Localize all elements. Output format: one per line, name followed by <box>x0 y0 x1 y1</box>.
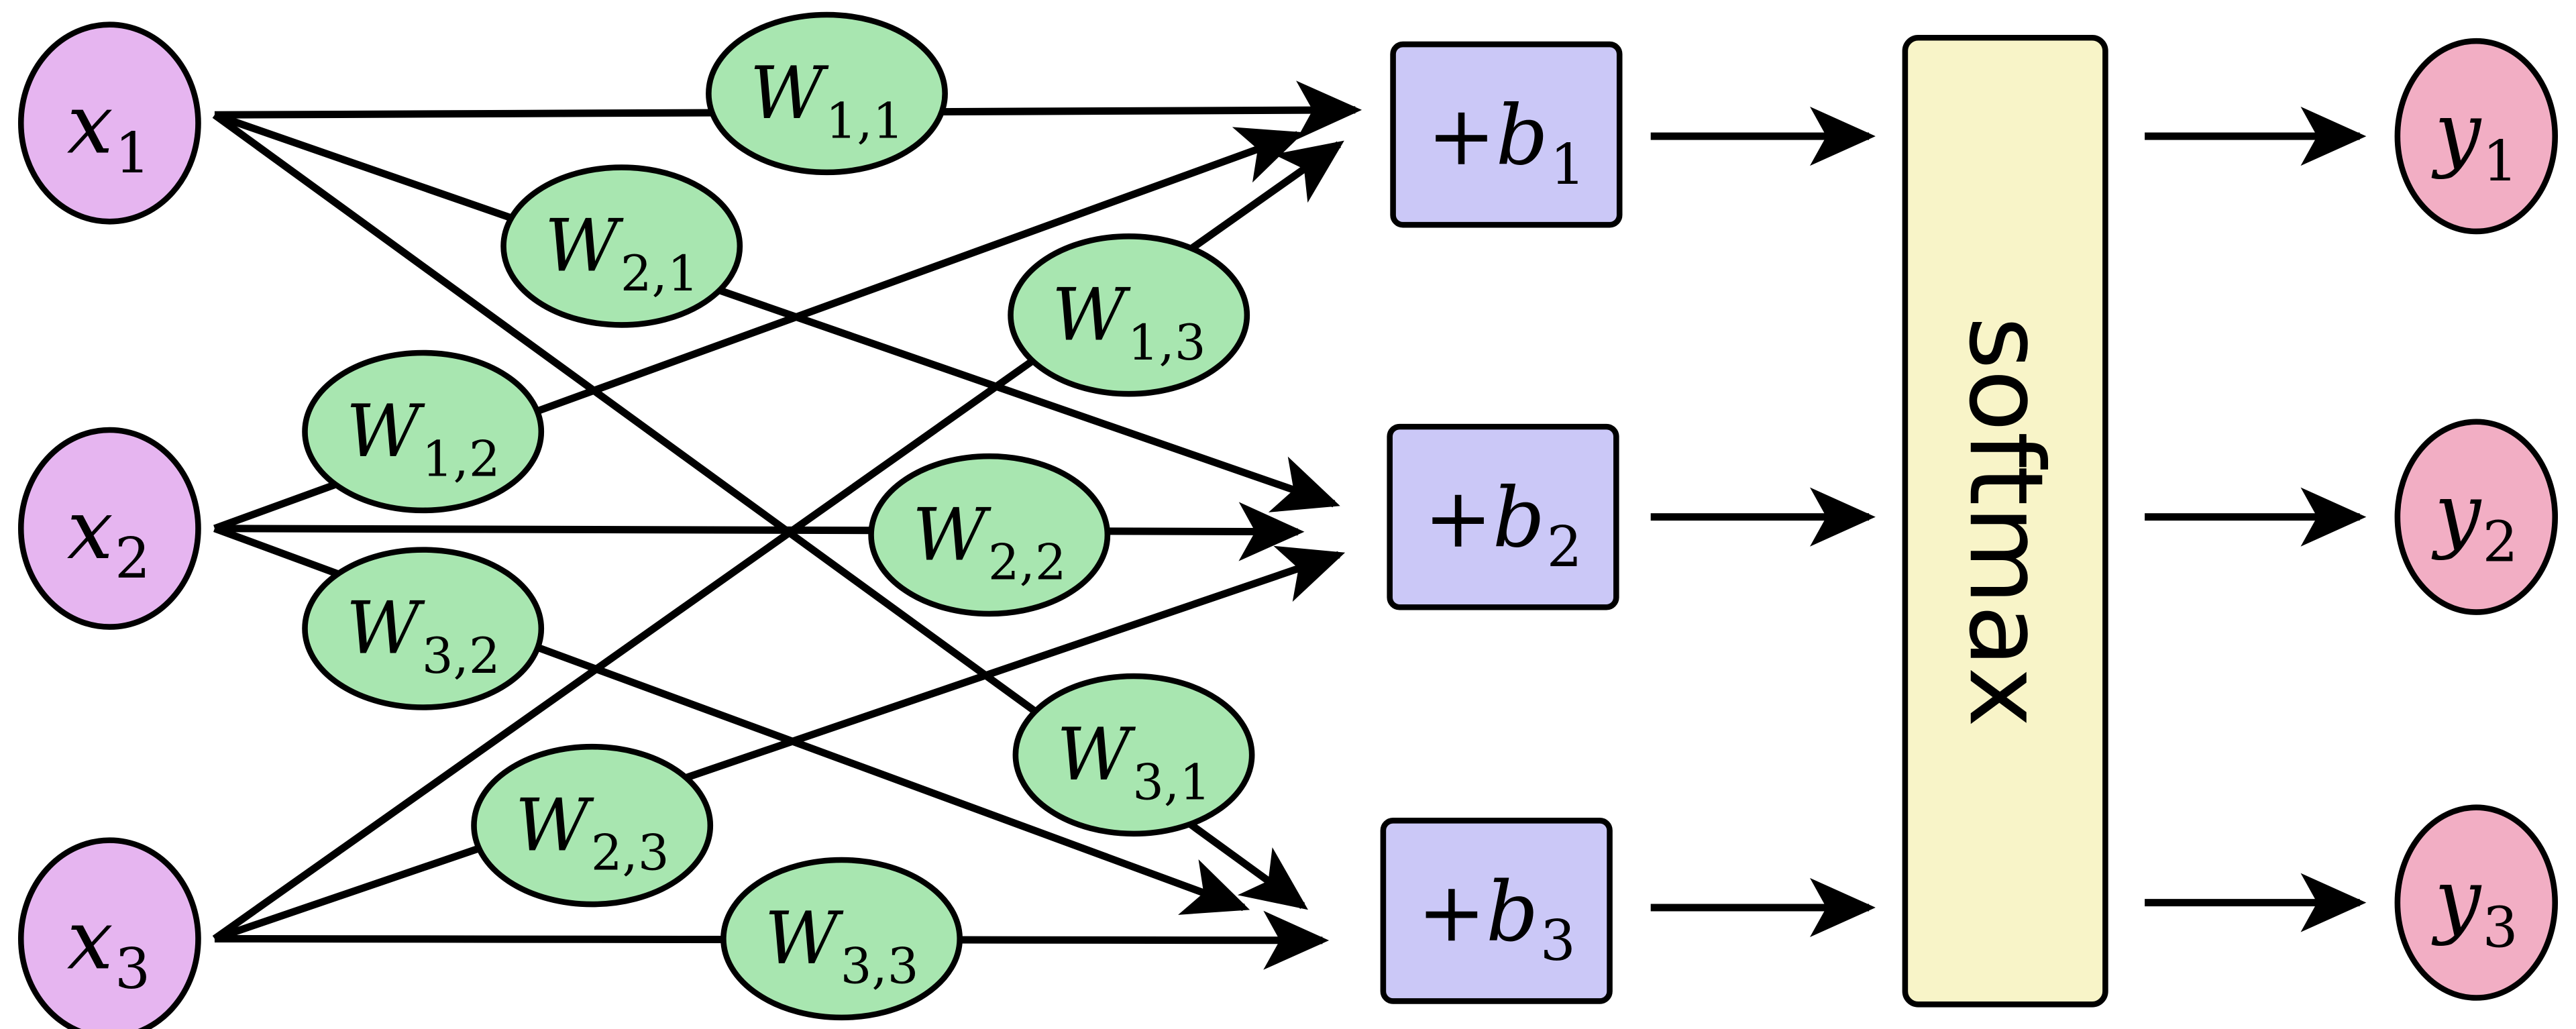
weight-node-w32: W3,2 <box>302 547 545 710</box>
weight-node-w23: W2,3 <box>471 743 714 908</box>
svg-text:W3,2: W3,2 <box>346 587 500 685</box>
bias-box-b2: +b2 <box>1387 423 1619 610</box>
edge-x1-b2 <box>213 111 1340 512</box>
output-node-y1: y1 <box>2394 38 2559 235</box>
svg-text:W2,1: W2,1 <box>545 205 699 303</box>
edge-x3-b2 <box>213 545 1346 942</box>
edge-x2-b2 <box>214 502 1305 561</box>
svg-text:y3: y3 <box>2431 851 2518 960</box>
svg-text:W3,3: W3,3 <box>765 897 919 995</box>
input-node-x1: x1 <box>17 21 201 225</box>
softmax-box: softmax <box>1902 34 2108 1008</box>
svg-text:y2: y2 <box>2431 465 2518 574</box>
svg-text:x3: x3 <box>67 891 150 1001</box>
weight-node-w21: W2,1 <box>500 164 743 328</box>
weight-node-w31: W3,1 <box>1012 673 1255 837</box>
svg-text:W3,1: W3,1 <box>1057 713 1211 811</box>
bias-box-b3: +b3 <box>1380 818 1613 1004</box>
softmax-label: softmax <box>1947 317 2065 727</box>
svg-text:W1,2: W1,2 <box>346 390 500 488</box>
svg-text:x1: x1 <box>67 76 150 186</box>
svg-text:+b3: +b3 <box>1417 864 1576 973</box>
svg-text:W2,2: W2,2 <box>912 493 1067 591</box>
svg-text:W1,1: W1,1 <box>750 52 904 150</box>
bias-box-b1: +b1 <box>1390 41 1623 228</box>
svg-text:y1: y1 <box>2431 85 2518 194</box>
input-node-x2: x2 <box>17 427 201 630</box>
weight-node-w33: W3,3 <box>720 857 963 1021</box>
weight-node-w12: W1,2 <box>302 349 545 514</box>
svg-text:x2: x2 <box>67 482 150 591</box>
svg-text:+b2: +b2 <box>1424 470 1582 580</box>
output-node-y3: y3 <box>2394 804 2559 1001</box>
weight-node-w22: W2,2 <box>868 453 1111 617</box>
output-node-y2: y2 <box>2394 419 2559 615</box>
input-node-x3: x3 <box>18 837 201 1029</box>
svg-text:W2,3: W2,3 <box>515 783 669 881</box>
weight-node-w13: W1,3 <box>1008 233 1250 397</box>
svg-text:+b1: +b1 <box>1427 88 1585 197</box>
svg-text:W1,3: W1,3 <box>1052 273 1206 371</box>
weight-node-w11: W1,1 <box>706 11 948 176</box>
